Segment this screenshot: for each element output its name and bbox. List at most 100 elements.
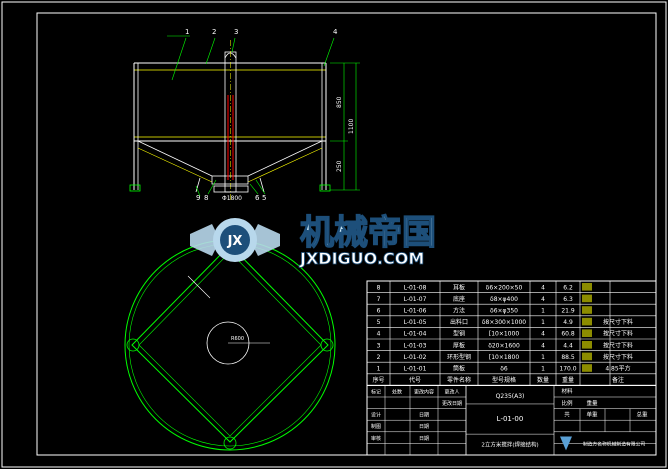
material-value: Q235(A3) — [496, 393, 525, 400]
label-sheet: 共 — [564, 410, 570, 418]
dim-height-total: 1100 — [348, 119, 355, 134]
callout-8: 8 — [204, 194, 208, 202]
bom-header-spec: 型号规格 — [492, 376, 516, 384]
bom-cell-qty: 4 — [541, 296, 545, 303]
dim-radius: R600 — [231, 336, 244, 342]
bom-cell-name: 耳板 — [453, 283, 465, 291]
bom-cell-name: 筒板 — [453, 365, 465, 373]
title-label: 更改人 — [444, 388, 459, 395]
bom-cell-code: L-01-08 — [404, 284, 427, 291]
title-label: 标记 — [371, 388, 381, 395]
title-label: 审核 — [371, 435, 381, 442]
bom-cell-spec: δ8×300×1000 — [482, 319, 526, 326]
dim-width: Φ1800 — [222, 195, 242, 202]
bom-cell-spec: δ8×φ400 — [490, 296, 518, 303]
watermark: JX 机械帝国 JXDIGUO.COM — [190, 212, 437, 268]
bom-cell-no: 5 — [377, 319, 381, 326]
label-unit-weight: 单重 — [586, 410, 598, 418]
bom-cell-qty: 1 — [541, 319, 545, 326]
bom-cell-note: 按尺寸下料 — [603, 318, 633, 326]
logo-monogram: JX — [227, 234, 243, 249]
title-block: 标记处数更改内容更改人更改日期设计日期制图日期审核日期Q235(A3)L-01-… — [366, 384, 657, 456]
bom-cell-name: 出料口 — [450, 318, 468, 326]
bom-cell-weight: 4.9 — [563, 319, 573, 326]
bom-cell-qty: 1 — [541, 366, 545, 373]
bom-cell-spec: δ6×φ350 — [490, 308, 518, 315]
bom-cell-weight: 88.5 — [561, 354, 575, 361]
bom-header-no: 序号 — [372, 376, 384, 384]
bom-cell-name: 方法 — [453, 307, 465, 315]
bom-cell-spec: [10×1000 — [489, 331, 519, 338]
dim-height-upper: 850 — [336, 96, 343, 108]
bom-cell-spec: δ6 — [500, 366, 508, 373]
bom-cell-spec: δ20×1600 — [488, 342, 520, 349]
bom-cell-no: 1 — [377, 366, 381, 373]
callout-6: 6 — [255, 194, 260, 202]
bom-cell-weight: 60.8 — [561, 331, 575, 338]
title-label: 更改日期 — [442, 400, 462, 407]
company-logo-icon — [560, 436, 572, 451]
title-label: 日期 — [419, 413, 429, 419]
callout-3: 3 — [234, 28, 238, 36]
bom-cell-weight: 6.2 — [563, 284, 573, 291]
label-total-weight: 总重 — [636, 410, 648, 418]
bom-header-qty: 数量 — [537, 376, 549, 384]
bom-cell-name: 环形型钢 — [447, 353, 471, 361]
callout-9: 9 — [196, 194, 200, 202]
bom-cell-qty: 1 — [541, 308, 545, 315]
bom-cell-no: 7 — [377, 296, 381, 303]
bom-cell-weight: 21.9 — [561, 308, 575, 315]
bom-cell-note: 按尺寸下料 — [603, 341, 633, 349]
bom-cell-weight: 6.3 — [563, 296, 573, 303]
bom-cell-no: 3 — [377, 342, 381, 349]
bom-cell-spec: [10×1800 — [489, 354, 519, 361]
bom-cell-code: L-01-04 — [404, 331, 427, 338]
bom-cell-code: L-01-07 — [404, 296, 427, 303]
bom-cell-code: L-01-03 — [404, 342, 427, 349]
bom-cell-code: L-01-02 — [404, 354, 427, 361]
bom-cell-code: L-01-06 — [404, 308, 427, 315]
bom-header-note: 备注 — [612, 376, 624, 384]
callout-1: 1 — [185, 28, 189, 36]
plan-view — [124, 239, 336, 451]
bom-cell-no: 2 — [377, 354, 381, 361]
callout-5: 5 — [262, 194, 266, 202]
bom-cell-no: 8 — [377, 284, 381, 291]
bom-cell-code: L-01-01 — [404, 366, 427, 373]
label-weight: 重量 — [586, 399, 598, 407]
elevation-view — [129, 35, 360, 200]
bom-table: 8 L-01-08 耳板 δ6×200×50 4 6.2 7 L-01-07 底座 δ8×φ400… — [366, 280, 657, 386]
title-label: 处数 — [392, 388, 402, 395]
product-name: 2立方米搅拌(焊接结构) — [481, 441, 538, 449]
bom-cell-weight: 170.0 — [559, 366, 576, 373]
bom-header-name: 零件名称 — [447, 376, 471, 384]
bom-cell-name: 型钢 — [453, 330, 465, 338]
bom-cell-name: 厚板 — [453, 341, 465, 349]
title-label: 日期 — [419, 436, 429, 442]
dimension-texts: 850 1100 250 Φ1800 — [222, 96, 355, 202]
callout-labels: 1 2 3 4 5 6 8 9 — [185, 28, 338, 202]
bom-cell-spec: δ6×200×50 — [486, 284, 523, 291]
bom-cell-no: 4 — [377, 331, 381, 338]
label-material: 材料 — [561, 387, 573, 395]
drawing-number: L-01-00 — [497, 415, 524, 423]
bom-cell-note: 按尺寸下料 — [603, 330, 633, 338]
bom-header-weight: 重量 — [562, 376, 574, 384]
title-label: 制图 — [371, 423, 381, 430]
bom-header-code: 代号 — [409, 376, 421, 384]
title-label: 更改内容 — [414, 388, 434, 395]
bom-cell-note: 4.85平方 — [605, 365, 630, 373]
bom-cell-code: L-01-05 — [404, 319, 427, 326]
bom-cell-qty: 1 — [541, 354, 545, 361]
watermark-title: 机械帝国 — [300, 213, 436, 253]
bom-cell-qty: 4 — [541, 284, 545, 291]
bom-cell-name: 底座 — [453, 295, 465, 303]
title-label: 设计 — [371, 412, 381, 419]
bom-cell-qty: 4 — [541, 331, 545, 338]
watermark-url: JXDIGUO.COM — [299, 249, 424, 268]
bom-cell-qty: 4 — [541, 342, 545, 349]
bom-cell-no: 6 — [377, 308, 381, 315]
label-scale: 比例 — [561, 399, 573, 407]
